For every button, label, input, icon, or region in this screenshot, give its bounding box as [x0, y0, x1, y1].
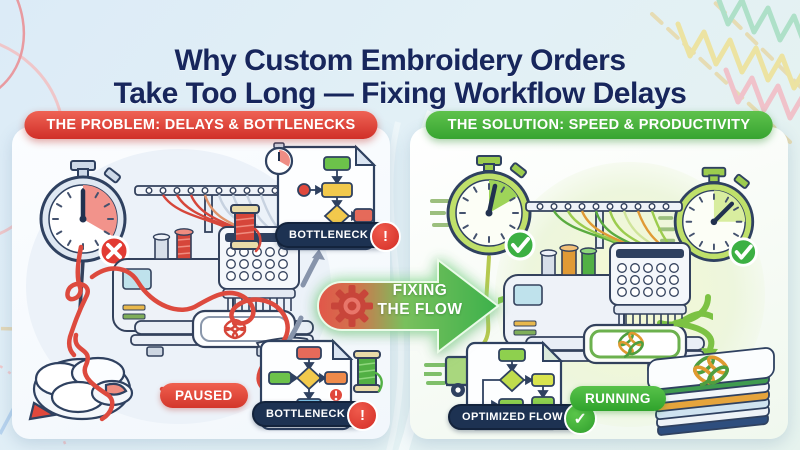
paused-label: PAUSED	[175, 388, 233, 403]
check-circle-icon	[728, 237, 758, 267]
bottleneck-bottom-label: BOTTLENECK	[266, 408, 346, 420]
fast-stopwatch-right-icon	[658, 166, 758, 267]
error-cross-icon	[98, 235, 130, 267]
bottleneck-top-badge: BOTTLENECK !	[275, 221, 402, 252]
exclamation-icon: !	[347, 400, 379, 431]
fixing-flow-arrow: FIXING THE FLOW	[310, 250, 510, 362]
optimized-flow-label: OPTIMIZED FLOW	[462, 411, 563, 423]
fast-stopwatch-left-icon	[430, 155, 536, 305]
machine-spools	[539, 244, 598, 276]
problem-panel: THE PROBLEM: DELAYS & BOTTLENECKS	[12, 111, 402, 439]
bottleneck-bottom-badge: BOTTLENECK !	[252, 400, 379, 431]
exclamation-icon: !	[370, 221, 402, 252]
thread-rack-holes	[536, 202, 670, 210]
clock-ticks	[459, 183, 519, 243]
red-thread-spool-icon	[230, 204, 262, 253]
page-title-line2: Take Too Long — Fixing Workflow Delays	[113, 77, 687, 111]
bottleneck-top-label: BOTTLENECK	[289, 229, 369, 241]
control-panel-buttons	[617, 263, 679, 297]
machine-spools	[152, 228, 194, 260]
page-title: Why Custom Embroidery Orders Take Too Lo…	[0, 44, 800, 110]
problem-header-label: THE PROBLEM: DELAYS & BOTTLENECKS	[46, 117, 356, 133]
delayed-stopwatch-icon	[39, 160, 130, 311]
solution-header-label: THE SOLUTION: SPEED & PRODUCTIVITY	[447, 117, 751, 133]
page-title-line1: Why Custom Embroidery Orders	[174, 44, 626, 78]
solution-header-badge: THE SOLUTION: SPEED & PRODUCTIVITY	[425, 111, 773, 139]
green-thread-spool-icon	[353, 350, 383, 393]
paused-status-badge: PAUSED	[160, 383, 248, 408]
optimized-flow-badge: OPTIMIZED FLOW ✓	[448, 402, 597, 435]
gear-icon	[331, 285, 373, 327]
thread-rack-holes	[145, 186, 279, 194]
gradient-arrow-shape	[317, 257, 500, 355]
fixing-flow-label: FIXING THE FLOW	[366, 282, 474, 319]
speed-lines	[430, 199, 450, 227]
finished-fabric-stack-illustration	[647, 347, 775, 436]
tangled-fabric-pile-illustration	[28, 332, 134, 422]
speed-lines	[424, 363, 446, 385]
connector-arrow-up-icon	[300, 249, 325, 288]
clock-ticks	[685, 193, 743, 251]
check-circle-icon	[504, 229, 536, 261]
embroidery-machine-running-illustration	[498, 201, 713, 373]
fixing-flow-line2: THE FLOW	[377, 300, 463, 318]
running-status-badge: RUNNING	[570, 386, 666, 411]
running-label: RUNNING	[585, 391, 651, 406]
mini-alert-icon	[328, 387, 344, 403]
clover-embroidery	[693, 355, 729, 387]
solution-panel: THE SOLUTION: SPEED & PRODUCTIVITY	[410, 111, 788, 439]
mini-stopwatch-icon	[264, 142, 294, 176]
embroidered-clover	[618, 331, 644, 359]
problem-header-badge: THE PROBLEM: DELAYS & BOTTLENECKS	[24, 111, 378, 139]
fixing-flow-line1: FIXING	[392, 282, 448, 299]
